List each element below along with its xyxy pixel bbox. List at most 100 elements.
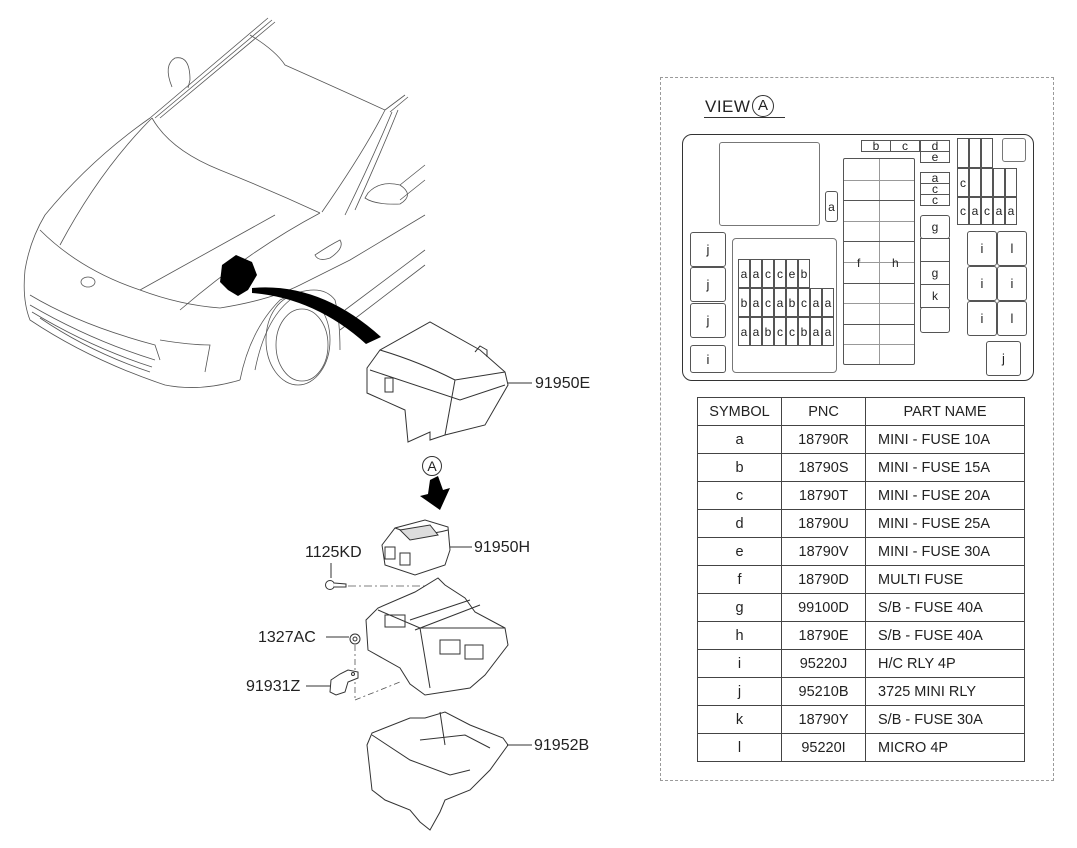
cell-pnc: 18790T <box>781 481 866 510</box>
fuse-slot-mid-empty-4 <box>1005 168 1017 197</box>
location-pointer-band <box>252 287 381 344</box>
cell-part-name: MINI - FUSE 20A <box>865 481 1025 510</box>
mini-fuse-slot-a: a <box>822 288 834 317</box>
mini-fuse-slot-b: b <box>798 259 810 288</box>
cell-part-name: MINI - FUSE 15A <box>865 453 1025 482</box>
header-symbol: SYMBOL <box>697 397 782 426</box>
cell-pnc: 18790E <box>781 621 866 650</box>
multi-fuse-row-line <box>844 179 914 181</box>
mini-fuse-slot-a: a <box>750 288 762 317</box>
fuse-box-location-marker <box>220 255 257 296</box>
multi-fuse-row-line <box>844 323 914 325</box>
fuse-slot-c-right-row: c <box>981 197 993 225</box>
nut-drawing <box>349 633 361 645</box>
view-title-underline <box>704 117 785 118</box>
fuse-slot-a-right-row: a <box>1005 197 1017 225</box>
cell-symbol: c <box>697 481 782 510</box>
cell-symbol: g <box>697 593 782 622</box>
mini-fuse-slot-a: a <box>774 288 786 317</box>
mini-fuse-slot-b: b <box>786 288 798 317</box>
cell-pnc: 18790Y <box>781 705 866 734</box>
multi-fuse-block <box>843 158 915 365</box>
bracket-drawing <box>329 669 359 696</box>
multi-fuse-row-line <box>844 241 914 243</box>
relay-slot-i-right: i <box>967 301 997 336</box>
fuse-slot-upper-empty-1 <box>957 138 969 168</box>
relay-slot-i-right: i <box>967 266 997 301</box>
sb-fuse-slot-empty-1 <box>920 238 950 262</box>
table-header-row: SYMBOL PNC PART NAME <box>697 397 1025 426</box>
cell-part-name: H/C RLY 4P <box>865 649 1025 678</box>
header-pnc: PNC <box>781 397 866 426</box>
relay-slot-i-right: i <box>967 231 997 266</box>
relay-slot-i-right: i <box>997 266 1027 301</box>
part-label-1125KD: 1125KD <box>305 544 362 561</box>
cell-symbol: e <box>697 537 782 566</box>
view-title: VIEW <box>705 97 751 116</box>
fuse-slot-c-upper: c <box>957 168 969 197</box>
car-outline <box>23 17 426 388</box>
cell-symbol: l <box>697 733 782 762</box>
empty-square-slot <box>1002 138 1026 162</box>
fuse-slot-a-single: a <box>825 191 838 222</box>
cell-part-name: MICRO 4P <box>865 733 1025 762</box>
fuse-slot-c-right-row: c <box>957 197 969 225</box>
sb-fuse-slot-g-1: g <box>920 215 950 239</box>
relay-slot-j-2: j <box>690 267 726 302</box>
multi-fuse-row-line <box>844 344 914 346</box>
fuse-slot-e: e <box>920 150 950 164</box>
cell-symbol: b <box>697 453 782 482</box>
cell-part-name: 3725 MINI RLY <box>865 677 1025 706</box>
cell-part-name: MINI - FUSE 10A <box>865 425 1025 454</box>
relay-slot-j-bottom-right: j <box>986 341 1021 376</box>
multi-fuse-row-line <box>844 200 914 202</box>
sb-fuse-slot-g-2: g <box>920 261 950 285</box>
fuse-slot-mid-empty-3 <box>993 168 1005 197</box>
sb-fuse-slot-empty-2 <box>920 307 950 333</box>
part-label-91950H: 91950H <box>474 539 531 556</box>
cell-pnc: 95210B <box>781 677 866 706</box>
multi-fuse-row-line <box>844 262 914 263</box>
mini-fuse-slot-c: c <box>786 317 798 346</box>
cell-pnc: 18790U <box>781 509 866 538</box>
mini-fuse-slot-a: a <box>738 317 750 346</box>
relay-slot-i-left: i <box>690 345 726 373</box>
relay-slot-j-3: j <box>690 303 726 338</box>
view-callout-circle: A <box>752 95 774 117</box>
ecu-module-slot <box>719 142 820 226</box>
bolt-drawing <box>325 580 347 590</box>
fuse-slot-mid-empty-2 <box>981 168 993 197</box>
mini-fuse-slot-e: e <box>786 259 798 288</box>
fuse-slot-a-right-row: a <box>993 197 1005 225</box>
cell-pnc: 99100D <box>781 593 866 622</box>
mini-fuse-slot-a: a <box>750 259 762 288</box>
mini-fuse-slot-b: b <box>762 317 774 346</box>
cell-pnc: 95220I <box>781 733 866 762</box>
fuse-slot-c-top: c <box>890 139 920 153</box>
mini-fuse-slot-c: c <box>774 317 786 346</box>
part-label-1327AC: 1327AC <box>258 629 316 646</box>
mini-fuse-slot-a: a <box>810 288 822 317</box>
relay-slot-l-right: l <box>997 231 1027 266</box>
cell-symbol: h <box>697 621 782 650</box>
cell-symbol: a <box>697 425 782 454</box>
mini-fuse-slot-c: c <box>798 288 810 317</box>
cell-pnc: 18790R <box>781 425 866 454</box>
multi-fuse-row-line <box>844 220 914 222</box>
cell-symbol: i <box>697 649 782 678</box>
cell-pnc: 18790D <box>781 565 866 594</box>
relay-slot-l-right: l <box>997 301 1027 336</box>
cell-part-name: S/B - FUSE 40A <box>865 621 1025 650</box>
fuse-slot-c-stack-1: c <box>920 182 950 196</box>
fuse-slot-mid-empty-1 <box>969 168 981 197</box>
part-label-91952B: 91952B <box>534 737 590 754</box>
